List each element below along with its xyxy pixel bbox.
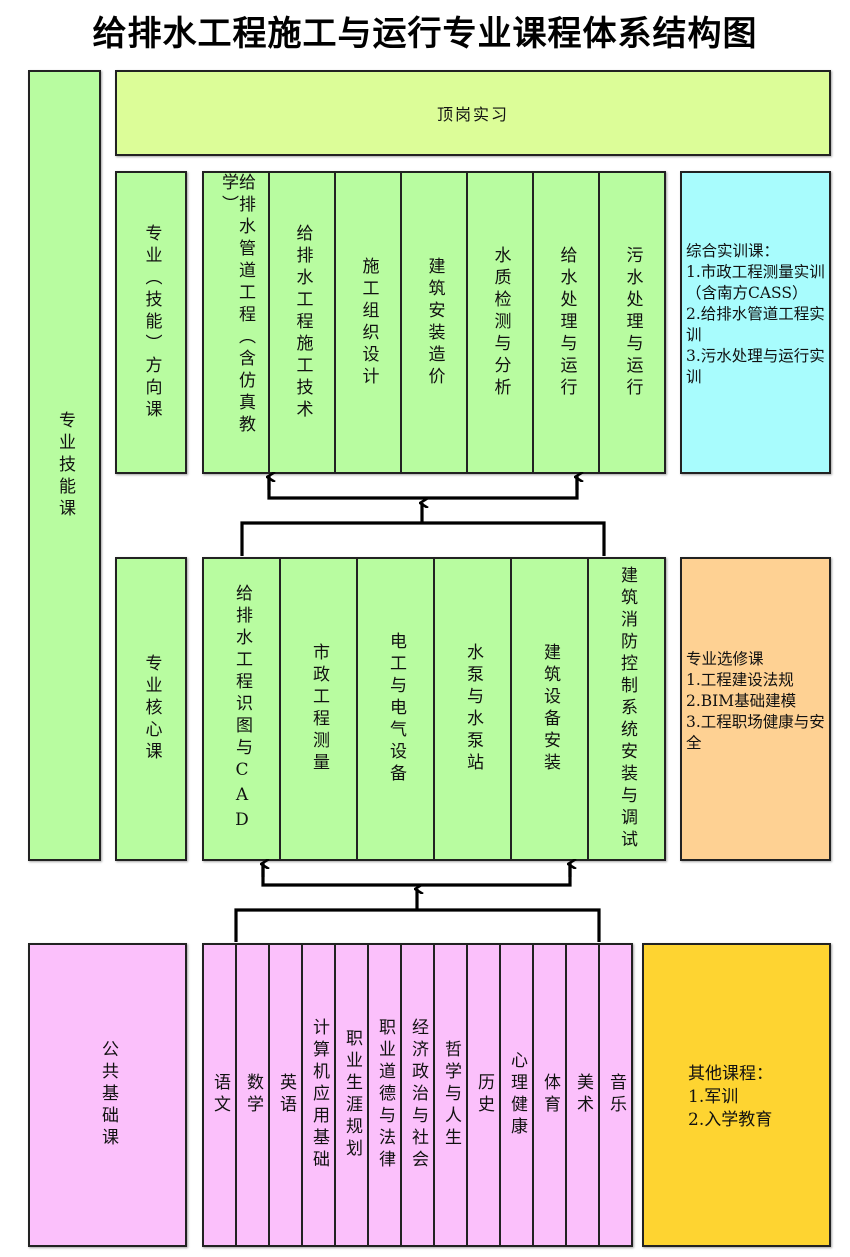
course-label: 历史 <box>474 1073 494 1117</box>
direction-courses-group: 给排水管道工程（含仿真教学） 给排水工程施工技术 施工组织设计 建筑安装造价 水… <box>202 171 666 474</box>
course-label: 心理健康 <box>507 1051 527 1139</box>
course-label: 职业生涯规划 <box>342 1029 362 1161</box>
course-label: 建筑消防控制系统安装与调试 <box>617 566 637 852</box>
other-course-item: 2.入学教育 <box>688 1110 773 1130</box>
public-course: 体育 <box>534 945 567 1245</box>
course-label: 英语 <box>276 1073 296 1117</box>
public-course-category: 公共基础课 <box>28 943 187 1247</box>
direction-course: 给水处理与运行 <box>534 173 600 472</box>
public-course: 哲学与人生 <box>435 945 468 1245</box>
course-label: 给排水工程识图与CAD <box>232 583 252 835</box>
direction-course: 给排水工程施工技术 <box>270 173 336 472</box>
course-label: 市政工程测量 <box>309 643 329 775</box>
elective-course-item: 1.工程建设法规 <box>686 671 794 689</box>
course-label: 电工与电气设备 <box>386 632 406 786</box>
course-label: 计算机应用基础 <box>309 1018 329 1172</box>
course-label: 施工组织设计 <box>358 256 379 389</box>
professional-skills-column: 专业技能课 <box>28 70 101 861</box>
public-course-category-label: 公共基础课 <box>98 1040 118 1150</box>
public-course: 历史 <box>468 945 501 1245</box>
direction-course: 建筑安装造价 <box>402 173 468 472</box>
core-to-direction-connector <box>240 476 606 556</box>
course-label: 污水处理与运行 <box>622 245 643 400</box>
core-course-category-label: 专业核心课 <box>141 654 162 764</box>
course-label: 数学 <box>243 1073 263 1117</box>
public-course: 职业生涯规划 <box>336 945 369 1245</box>
public-course: 数学 <box>237 945 270 1245</box>
professional-skills-label: 专业技能课 <box>55 410 75 521</box>
core-course: 建筑消防控制系统安装与调试 <box>589 559 664 859</box>
direction-course: 污水处理与运行 <box>600 173 664 472</box>
public-course: 计算机应用基础 <box>303 945 336 1245</box>
core-courses-group: 给排水工程识图与CAD 市政工程测量 电工与电气设备 水泵与水泵站 建筑设备安装… <box>202 557 666 861</box>
public-course: 心理健康 <box>501 945 534 1245</box>
internship-box: 顶岗实习 <box>115 70 831 156</box>
elective-course-item: 3.工程职场健康与安全 <box>686 713 825 752</box>
core-course: 给排水工程识图与CAD <box>204 559 281 859</box>
course-label: 给水处理与运行 <box>556 245 577 400</box>
direction-course: 给排水管道工程（含仿真教学） <box>204 173 270 472</box>
direction-course: 施工组织设计 <box>336 173 402 472</box>
course-label: 建筑安装造价 <box>424 256 445 389</box>
public-courses-group: 语文 数学 英语 计算机应用基础 职业生涯规划 职业道德与法律 经济政治与社会 … <box>202 943 633 1247</box>
public-course: 职业道德与法律 <box>369 945 402 1245</box>
course-label: 音乐 <box>606 1073 626 1117</box>
practical-training-item: 3.污水处理与运行实训 <box>686 347 825 386</box>
practical-training-item: 2.给排水管道工程实训 <box>686 305 825 344</box>
public-course: 经济政治与社会 <box>402 945 435 1245</box>
elective-course-box: 专业选修课 1.工程建设法规 2.BIM基础建模 3.工程职场健康与安全 <box>680 557 831 861</box>
course-label: 水质检测与分析 <box>490 245 511 400</box>
core-course-category: 专业核心课 <box>115 557 187 861</box>
practical-training-heading: 综合实训课： <box>686 242 780 260</box>
direction-course-category: 专业（技能）方向课 <box>115 171 187 474</box>
course-label: 给排水工程施工技术 <box>292 223 313 422</box>
public-course: 音乐 <box>600 945 631 1245</box>
core-course: 市政工程测量 <box>281 559 358 859</box>
course-label: 经济政治与社会 <box>408 1018 428 1172</box>
elective-course-item: 2.BIM基础建模 <box>686 692 797 710</box>
direction-course: 水质检测与分析 <box>468 173 534 472</box>
diagram-title: 给排水工程施工与运行专业课程体系结构图 <box>92 14 758 54</box>
core-course: 水泵与水泵站 <box>435 559 512 859</box>
core-course: 电工与电气设备 <box>358 559 435 859</box>
course-label: 水泵与水泵站 <box>463 643 483 775</box>
public-to-core-connector <box>234 863 601 942</box>
course-label: 哲学与人生 <box>441 1040 461 1150</box>
other-course-item: 1.军训 <box>688 1087 739 1107</box>
course-label: 体育 <box>540 1073 560 1117</box>
core-course: 建筑设备安装 <box>512 559 589 859</box>
practical-training-box: 综合实训课： 1.市政工程测量实训（含南方CASS） 2.给排水管道工程实训 3… <box>680 171 831 474</box>
course-label: 职业道德与法律 <box>375 1018 395 1172</box>
practical-training-item: 1.市政工程测量实训（含南方CASS） <box>686 263 825 302</box>
direction-course-category-label: 专业（技能）方向课 <box>141 223 162 422</box>
course-label: 美术 <box>573 1073 593 1117</box>
elective-course-heading: 专业选修课 <box>686 650 764 668</box>
course-label: 语文 <box>210 1073 230 1117</box>
public-course: 美术 <box>567 945 600 1245</box>
other-course-box: 其他课程： 1.军训 2.入学教育 <box>642 943 831 1247</box>
public-course: 语文 <box>204 945 237 1245</box>
course-label: 建筑设备安装 <box>540 643 560 775</box>
course-label: 给排水管道工程（含仿真教学） <box>218 173 255 437</box>
other-course-heading: 其他课程： <box>688 1064 773 1084</box>
internship-label: 顶岗实习 <box>436 105 509 124</box>
public-course: 英语 <box>270 945 303 1245</box>
